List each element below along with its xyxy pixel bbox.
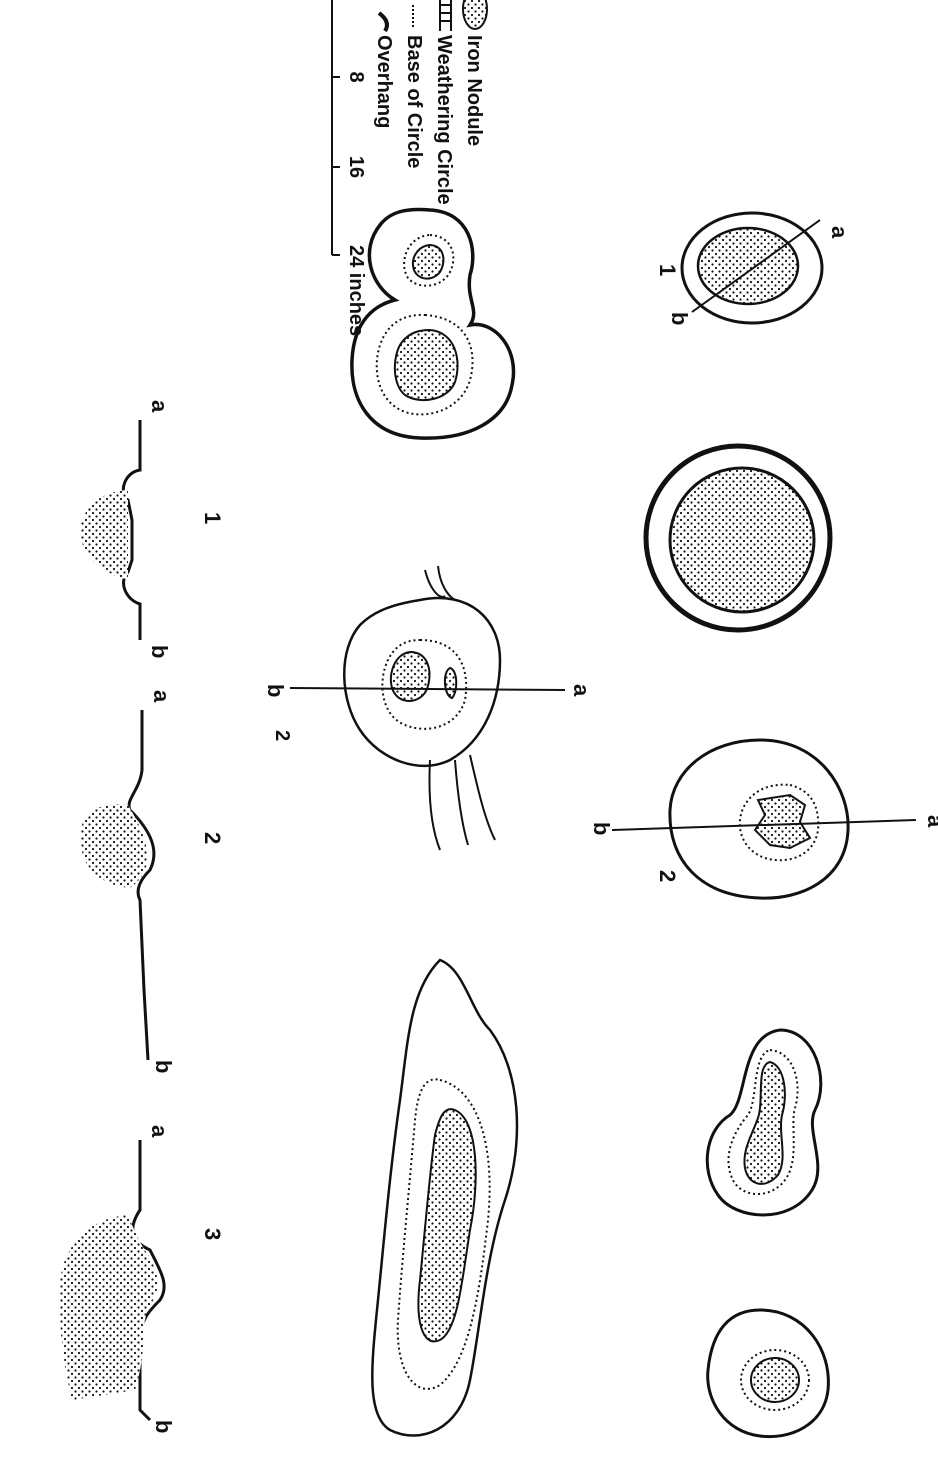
- iron-nodule-section: [60, 1215, 158, 1400]
- channel-upper: [425, 566, 455, 600]
- section-label-b: b: [263, 684, 288, 697]
- weathering-circle-outline: [352, 210, 514, 439]
- profile-2: a b 2: [80, 690, 225, 1073]
- scale-tick-8: 8: [345, 71, 367, 82]
- section-label-a: a: [569, 684, 594, 697]
- iron-nodule: [395, 330, 458, 400]
- iron-nodule: [698, 228, 798, 304]
- plan-number-1: 1: [655, 264, 680, 276]
- iron-nodule: [418, 1109, 475, 1341]
- profile-number-1: 1: [200, 512, 225, 524]
- iron-nodule: [413, 245, 443, 279]
- iron-nodule: [670, 468, 814, 612]
- plan-number-2: 2: [655, 870, 680, 882]
- scale-bar-line: [332, 0, 340, 255]
- legend: Iron Nodule Weathering Circle Base of Ci…: [332, 0, 487, 336]
- iron-nodule-section: [80, 490, 128, 580]
- profile-label-a: a: [147, 1125, 172, 1138]
- legend-label-overhang: Overhang: [373, 35, 395, 128]
- plan-view-elongate-small: [707, 1030, 821, 1215]
- profile-number-3: 3: [200, 1228, 225, 1240]
- legend-weathering-circle: Weathering Circle: [433, 0, 455, 205]
- plan-number-2: 2: [271, 730, 293, 741]
- iron-nodule: [391, 652, 430, 701]
- weathering-circle-symbol-icon: [440, 0, 451, 31]
- iron-nodule: [744, 1062, 784, 1184]
- legend-label-iron-nodule: Iron Nodule: [463, 35, 485, 146]
- profile-label-a: a: [147, 400, 172, 413]
- legend-label-weathering-circle: Weathering Circle: [433, 35, 455, 205]
- plan-view-round: [646, 446, 830, 630]
- profile-number-2: 2: [200, 832, 225, 844]
- weathering-circle-outline: [670, 740, 848, 898]
- plan-view-1: a b 1: [655, 213, 852, 325]
- channel-lower: [429, 755, 495, 850]
- plan-view-branched: a b 2: [263, 566, 594, 850]
- profile-label-b: b: [151, 1420, 176, 1433]
- plan-view-small-round: [708, 1310, 829, 1437]
- scale-tick-16: 16: [345, 156, 367, 178]
- scale-bar: 0 8 16 24 inches: [332, 0, 367, 336]
- profile-3: a b 3: [60, 1125, 225, 1433]
- legend-iron-nodule: Iron Nodule: [463, 0, 487, 146]
- section-label-b: b: [667, 312, 692, 325]
- profile-label-b: b: [151, 1060, 176, 1073]
- legend-overhang: Overhang: [373, 13, 395, 128]
- iron-nodule: [751, 1358, 799, 1402]
- profile-label-b: b: [147, 645, 172, 658]
- iron-nodule: [445, 668, 456, 698]
- iron-nodule: [755, 795, 810, 848]
- profile-1: a b 1: [80, 400, 225, 658]
- section-label-a: a: [923, 815, 938, 828]
- section-label-b: b: [589, 822, 614, 835]
- section-label-a: a: [827, 226, 852, 239]
- overhang-symbol-icon: [379, 13, 387, 31]
- plan-view-elongate-large: [372, 960, 517, 1436]
- section-line: [290, 688, 565, 690]
- legend-label-base-of-circle: Base of Circle: [403, 35, 425, 168]
- plan-view-double: [352, 210, 514, 439]
- iron-nodule-symbol-icon: [463, 0, 487, 29]
- plan-view-2: a b 2: [589, 740, 938, 898]
- legend-base-of-circle: Base of Circle: [403, 5, 425, 168]
- profile-label-a: a: [149, 690, 174, 703]
